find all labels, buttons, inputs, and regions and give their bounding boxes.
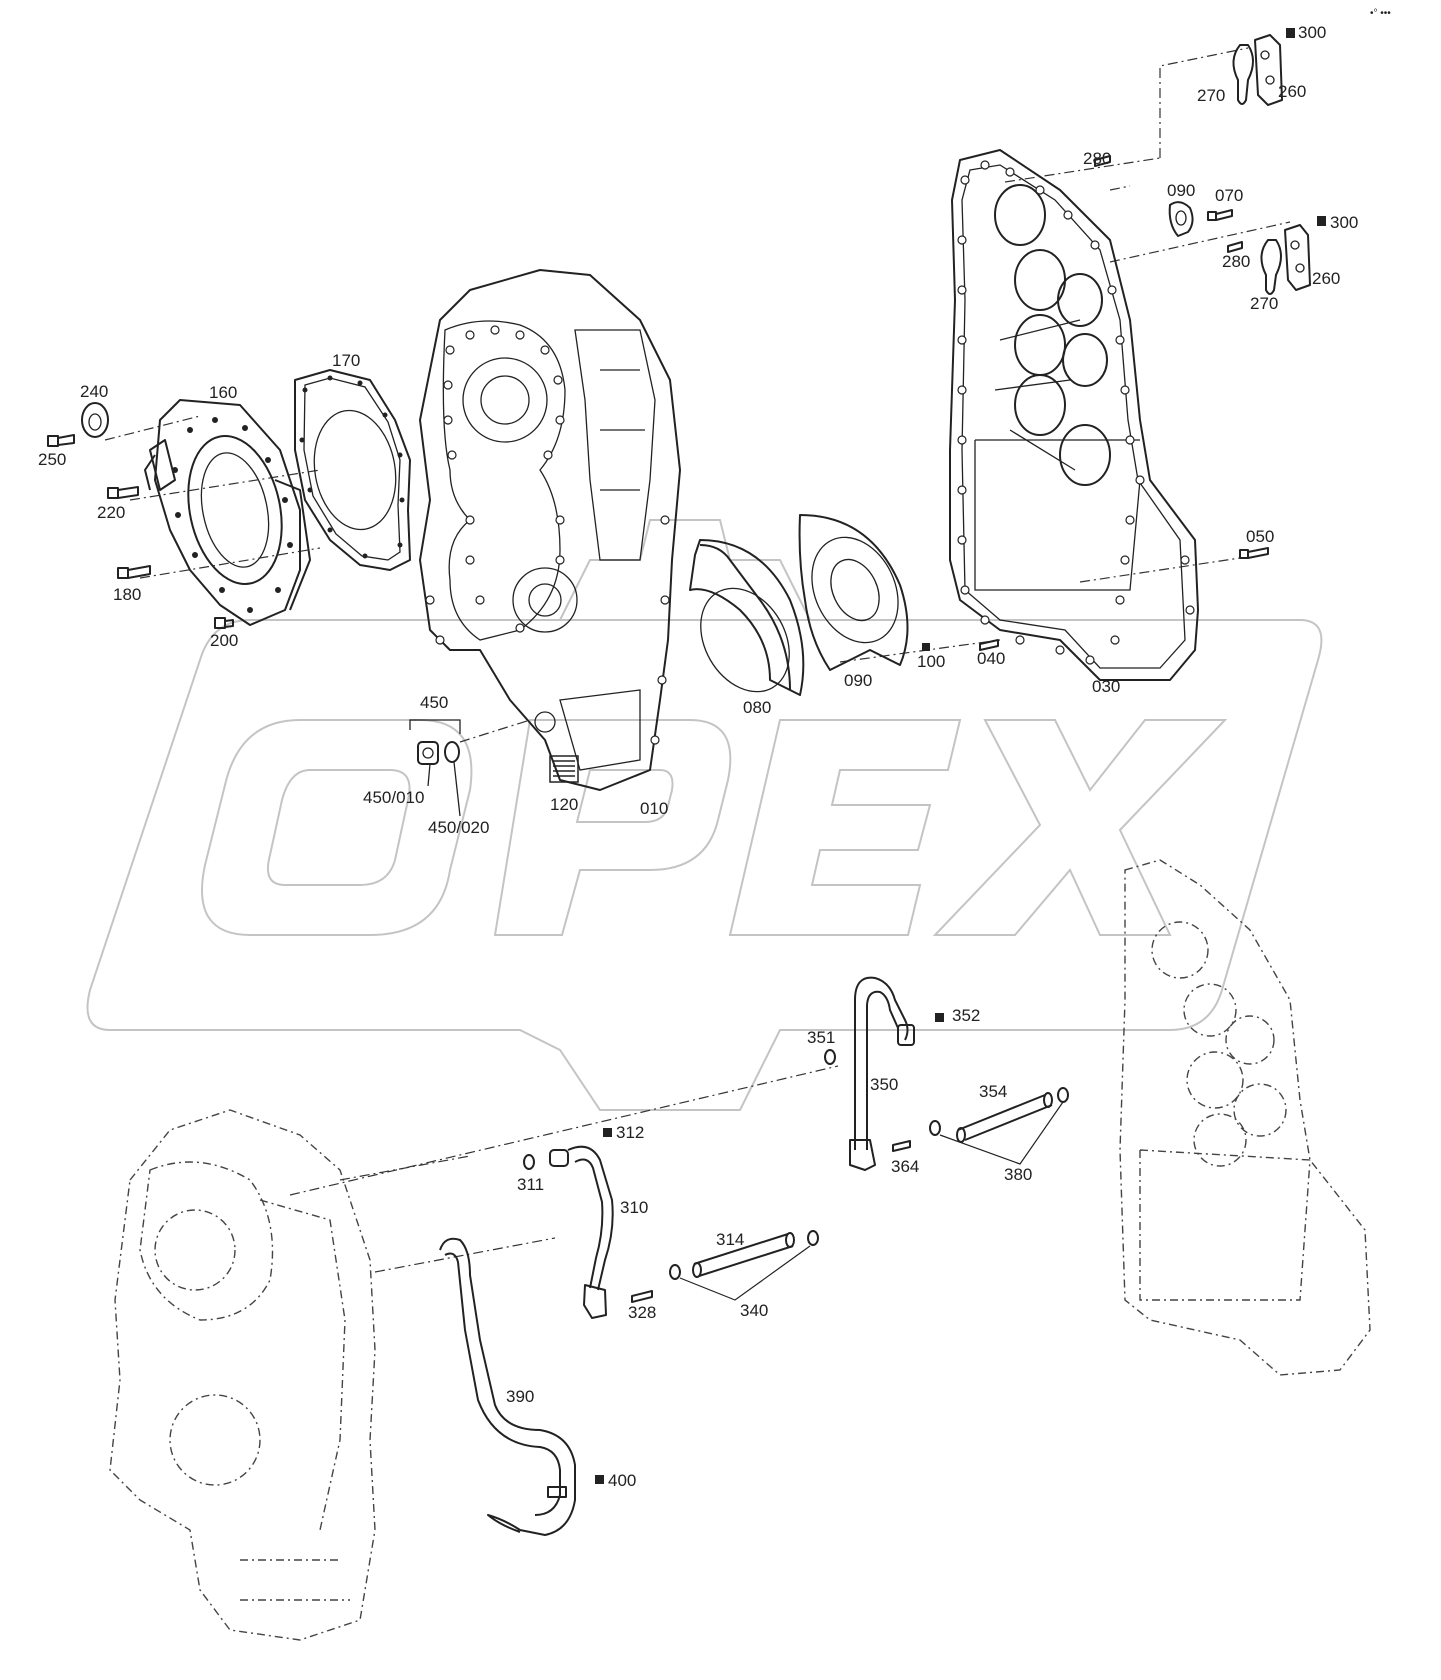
ghost-cover-right — [1119, 859, 1371, 1376]
pin-040 — [979, 639, 999, 651]
gasket-170 — [294, 369, 411, 571]
label-310: 310 — [620, 1198, 648, 1217]
label-090: 090 — [844, 671, 872, 690]
label-300-right: 300 — [1330, 213, 1358, 232]
plug-assembly-450 — [409, 719, 461, 817]
housing-bolts — [425, 325, 670, 745]
seal-311 — [523, 1154, 535, 1170]
screw-050 — [1239, 547, 1269, 559]
plate-090 — [798, 514, 909, 671]
screw-070 — [1207, 209, 1233, 221]
screw-100 — [922, 643, 930, 651]
label-070: 070 — [1215, 186, 1243, 205]
gasket-270-top — [1232, 44, 1254, 105]
pipe-390 — [439, 1237, 576, 1536]
screw-312 — [603, 1128, 612, 1137]
seal-351 — [824, 1049, 836, 1065]
label-160: 160 — [209, 383, 237, 402]
plug-300-top — [1286, 28, 1295, 38]
washer-090-right — [1168, 201, 1194, 237]
screw-250 — [47, 434, 75, 447]
cover-030 — [949, 149, 1199, 681]
tube-314 — [692, 1232, 795, 1278]
label-260-top: 260 — [1278, 82, 1306, 101]
label-351: 351 — [807, 1028, 835, 1047]
pin-280-right — [1227, 241, 1243, 253]
label-170: 170 — [332, 351, 360, 370]
label-390: 390 — [506, 1387, 534, 1406]
ghost-housing-left — [109, 1109, 376, 1641]
label-354: 354 — [979, 1082, 1007, 1101]
label-450: 450 — [420, 693, 448, 712]
screw-200 — [214, 617, 234, 629]
screw-352 — [935, 1013, 944, 1022]
valve-block-260-right — [1284, 224, 1311, 291]
corner-mark: •° ••• — [1370, 8, 1391, 19]
label-328: 328 — [628, 1303, 656, 1322]
seals-340 — [669, 1230, 819, 1280]
label-030: 030 — [1092, 677, 1120, 696]
valve-block-260-top — [1254, 34, 1283, 106]
label-311: 311 — [517, 1175, 544, 1194]
pin-280-top — [1094, 155, 1111, 167]
opex-watermark — [86, 519, 1323, 1111]
main-housing-010 — [419, 269, 681, 791]
label-340: 340 — [740, 1301, 768, 1320]
gasket-270-right — [1260, 239, 1282, 295]
label-120: 120 — [550, 795, 578, 814]
tube-354 — [956, 1092, 1053, 1143]
label-380: 380 — [1004, 1165, 1032, 1184]
label-364: 364 — [891, 1157, 919, 1176]
label-400: 400 — [608, 1471, 636, 1490]
leader-lines — [679, 1101, 1064, 1301]
washer-240 — [81, 402, 109, 438]
label-314: 314 — [716, 1230, 744, 1249]
label-280-right: 280 — [1222, 252, 1250, 271]
label-240: 240 — [80, 382, 108, 401]
label-180: 180 — [113, 585, 141, 604]
label-250: 250 — [38, 450, 66, 469]
label-010: 010 — [640, 799, 668, 818]
label-040: 040 — [977, 649, 1005, 668]
screw-328 — [631, 1290, 653, 1303]
pipe-310 — [549, 1145, 614, 1319]
label-280-top: 280 — [1083, 149, 1111, 168]
label-312: 312 — [616, 1123, 644, 1142]
screw-400 — [595, 1475, 604, 1484]
cover-160 — [144, 399, 311, 626]
plug-300-right — [1317, 216, 1326, 226]
label-220: 220 — [97, 503, 125, 522]
screw-364 — [892, 1140, 911, 1152]
label-100: 100 — [917, 652, 945, 671]
plate-080 — [689, 539, 805, 696]
label-050: 050 — [1246, 527, 1274, 546]
pipe-350 — [849, 976, 915, 1171]
watermark-gear-top — [559, 519, 811, 621]
label-270-right: 270 — [1250, 294, 1278, 313]
label-450-010: 450/010 — [363, 788, 424, 807]
label-260-right: 260 — [1312, 269, 1340, 288]
label-300-top: 300 — [1298, 23, 1326, 42]
label-450-020: 450/020 — [428, 818, 489, 837]
label-350: 350 — [870, 1075, 898, 1094]
label-080: 080 — [743, 698, 771, 717]
label-270-top: 270 — [1197, 86, 1225, 105]
label-plate-120 — [549, 755, 579, 783]
screw-180 — [117, 565, 151, 579]
part-labels: 300 260 270 280 090 070 300 280 260 270 … — [38, 23, 1358, 1490]
label-352: 352 — [952, 1006, 980, 1025]
label-200: 200 — [210, 631, 238, 650]
watermark-outline — [86, 619, 1323, 1111]
screw-220 — [107, 486, 139, 499]
assembly-lines — [104, 47, 1291, 1273]
label-090-right: 090 — [1167, 181, 1195, 200]
watermark-letters — [201, 719, 1228, 936]
